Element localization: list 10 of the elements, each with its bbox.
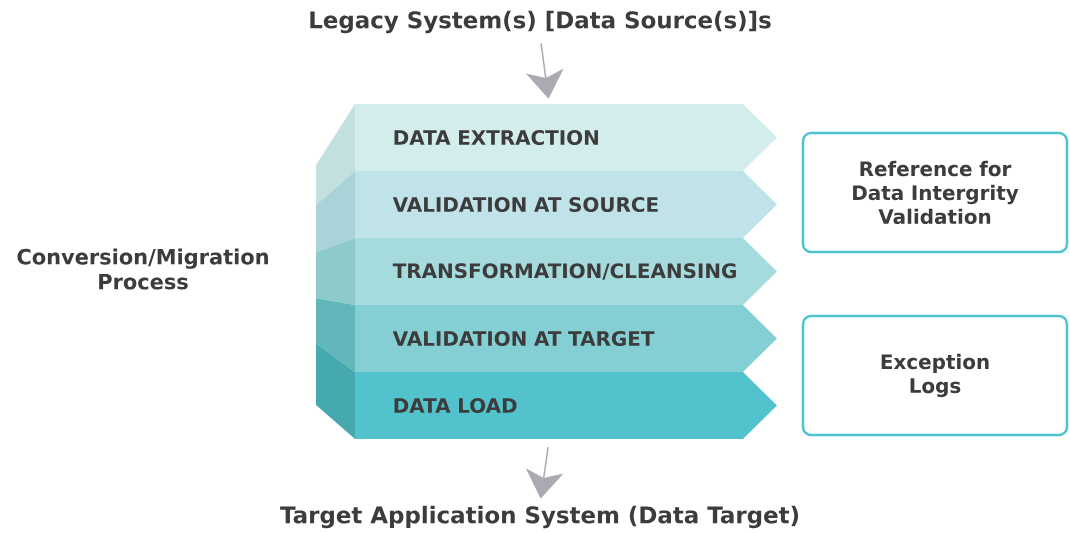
process-band: VALIDATION AT SOURCE <box>355 171 777 238</box>
process-band: VALIDATION AT TARGET <box>355 305 777 372</box>
process-band: DATA EXTRACTION <box>355 104 777 171</box>
note-box: Reference for Data Intergrity Validation <box>801 131 1069 254</box>
process-band: TRANSFORMATION/CLEANSING <box>355 238 777 305</box>
side-label: Conversion/Migration Process <box>17 248 268 290</box>
heading: Target Application System (Data Target) <box>280 505 799 529</box>
heading: Legacy System(s) [Data Source(s)]s <box>310 10 771 34</box>
note-box: Exception Logs <box>801 314 1069 437</box>
process-band: DATA LOAD <box>355 372 777 439</box>
